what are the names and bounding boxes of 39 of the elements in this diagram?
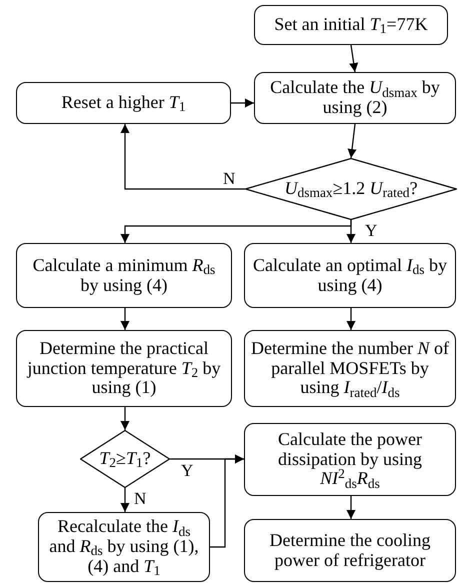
arrow [120, 488, 130, 512]
arrow [346, 308, 356, 330]
process-box [244, 243, 456, 308]
step-text: Determine the practical junction temperature T$_{2}$ by using (1) [26, 338, 222, 398]
step-text: Calculate the power dissipation by using NI$^{2}$$_{ds}$R$_{ds}$ [276, 430, 423, 490]
condition-text: U$_{dsmax}$≥1.2 U$_{rated}$? [284, 179, 418, 199]
step-text: Determine the cooling power of refrigerator [268, 530, 432, 570]
arrow [346, 220, 356, 243]
process-box [16, 82, 231, 124]
process-box [38, 512, 210, 582]
process-box [244, 330, 456, 407]
process-box [16, 330, 232, 407]
process-box [254, 5, 448, 45]
arrow [346, 496, 356, 519]
arrow [231, 98, 254, 108]
decision-diamond [245, 158, 457, 220]
arrow [120, 124, 245, 190]
step-text: Calculate the U$_{dsmax}$ by using (2) [269, 78, 441, 118]
decision-diamond [80, 430, 170, 488]
step-text: Recalculate the I$_{ds}$ and R$_{ds}$ by using (1), (4) and T$_{1}$ [48, 517, 200, 577]
step-text: Calculate a minimum R$_{ds}$ by using (4) [32, 256, 216, 296]
process-box [254, 72, 456, 124]
edge-label: Y [364, 222, 378, 239]
arrow [210, 454, 244, 548]
arrow [120, 308, 130, 330]
edge-label: N [222, 170, 236, 187]
process-box [244, 423, 456, 496]
arrow [348, 124, 357, 158]
arrow [120, 407, 130, 430]
condition-text: T$_{2}$≥T$_{1}$? [99, 449, 151, 469]
process-box [16, 243, 232, 308]
step-text: Reset a higher T$_{1}$ [60, 93, 187, 113]
process-box [244, 519, 456, 582]
arrow [349, 44, 358, 72]
step-text: Calculate an optimal I$_{ds}$ by using (4) [252, 256, 448, 296]
edge-label: Y [180, 462, 194, 479]
edge-label: N [133, 490, 148, 507]
step-text: Determine the number N of parallel MOSFETs by using I$_{rated}$/I$_{ds}$ [250, 338, 450, 398]
step-text: Set an initial T$_{1}$=77K [273, 15, 429, 35]
